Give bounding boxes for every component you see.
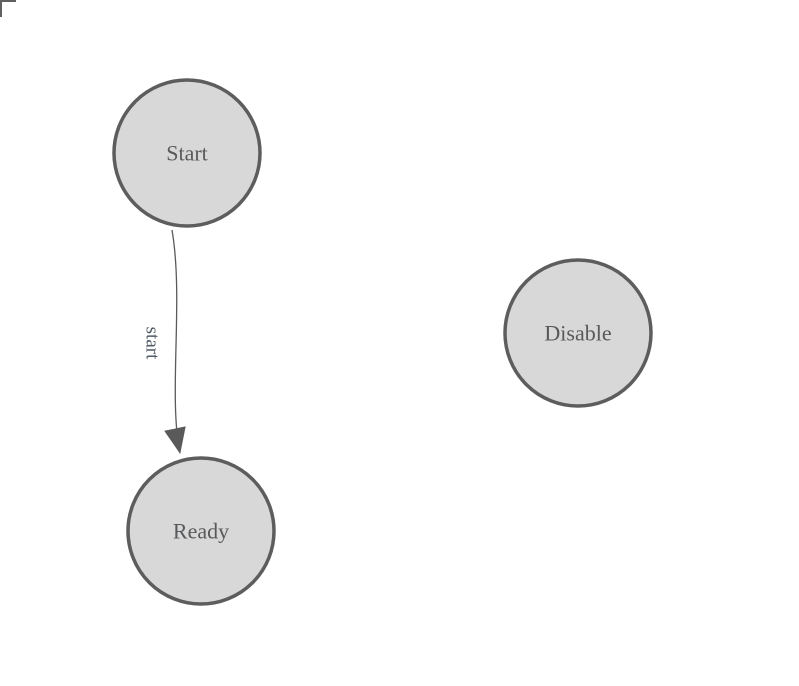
state-circle-ready[interactable]: [126, 456, 276, 606]
state-circle-disable[interactable]: [503, 258, 653, 408]
state-circle-start[interactable]: [112, 78, 262, 228]
state-node-ready[interactable]: Ready: [126, 456, 276, 606]
state-label-ready: Ready: [173, 519, 229, 544]
state-node-start[interactable]: Start: [112, 78, 262, 228]
state-label-disable: Disable: [544, 321, 611, 346]
corner-mark: [0, 0, 16, 17]
state-label-start: Start: [166, 141, 208, 166]
state-node-disable[interactable]: Disable: [503, 258, 653, 408]
edge-label-start[interactable]: start: [142, 327, 163, 360]
transition-edge-start-ready[interactable]: start: [142, 229, 186, 454]
edge-path-start-ready[interactable]: [164, 229, 186, 454]
